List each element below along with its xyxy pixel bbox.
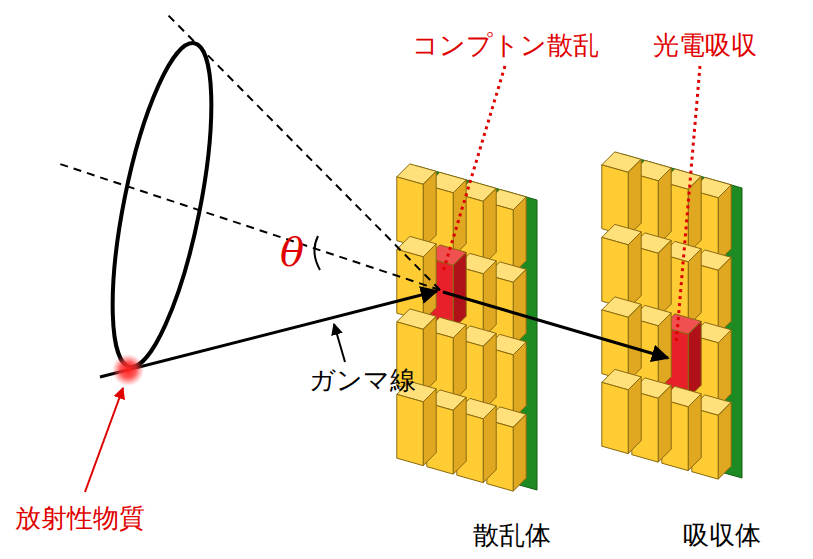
detector-cell xyxy=(628,304,641,381)
leader-line xyxy=(334,324,345,362)
cone-ring xyxy=(92,36,231,374)
detector-cell xyxy=(658,168,671,245)
detector-cell xyxy=(397,394,423,465)
source-label: 放射性物質 xyxy=(15,504,145,533)
detector-cell xyxy=(718,185,731,262)
detector-cell xyxy=(718,402,731,479)
detector-cell xyxy=(513,414,526,491)
detector-cell xyxy=(453,180,466,257)
hit-cell xyxy=(453,252,466,329)
detector-cell xyxy=(628,377,641,454)
detector-cell xyxy=(718,330,731,407)
detector-cell xyxy=(513,342,526,419)
hit-cell xyxy=(688,321,701,398)
detector-cell xyxy=(688,249,701,326)
gamma-ray xyxy=(100,291,437,377)
scattered-gamma-ray xyxy=(443,292,668,358)
cone-axis xyxy=(60,164,440,290)
detector-cell xyxy=(658,385,671,462)
detector-cell xyxy=(483,406,496,483)
detector-cell xyxy=(483,188,496,265)
detector-cell xyxy=(628,232,641,309)
detector-cell xyxy=(513,269,526,346)
leader-line xyxy=(676,66,700,345)
detector-cell xyxy=(423,171,436,248)
detector-cell xyxy=(602,382,628,453)
detector-cell xyxy=(483,333,496,410)
part-label: 吸収体 xyxy=(683,521,761,550)
detector-cell xyxy=(513,197,526,274)
detector-cell xyxy=(658,313,671,390)
detector-cell xyxy=(658,240,671,317)
detector-panels xyxy=(397,152,742,491)
ray-label: ガンマ線 xyxy=(309,366,416,395)
leader-line xyxy=(85,388,123,492)
detector-cell xyxy=(688,394,701,471)
detector-cell xyxy=(718,257,731,334)
detector-cell xyxy=(688,176,701,253)
detector-cell xyxy=(453,325,466,402)
detector-cell xyxy=(423,244,436,321)
callout-label: コンプトン散乱 xyxy=(412,31,599,60)
detector-cell xyxy=(483,261,496,338)
angle-arc xyxy=(314,236,320,270)
leader-line xyxy=(443,66,505,272)
part-label: 散乱体 xyxy=(473,521,551,550)
radioactive-source xyxy=(112,354,144,386)
detector-cell xyxy=(423,389,436,466)
detector-cell xyxy=(453,397,466,474)
detector-cell xyxy=(423,316,436,393)
detector-cell xyxy=(628,159,641,236)
angle-symbol: θ xyxy=(280,230,304,274)
callout-label: 光電吸収 xyxy=(653,31,757,60)
